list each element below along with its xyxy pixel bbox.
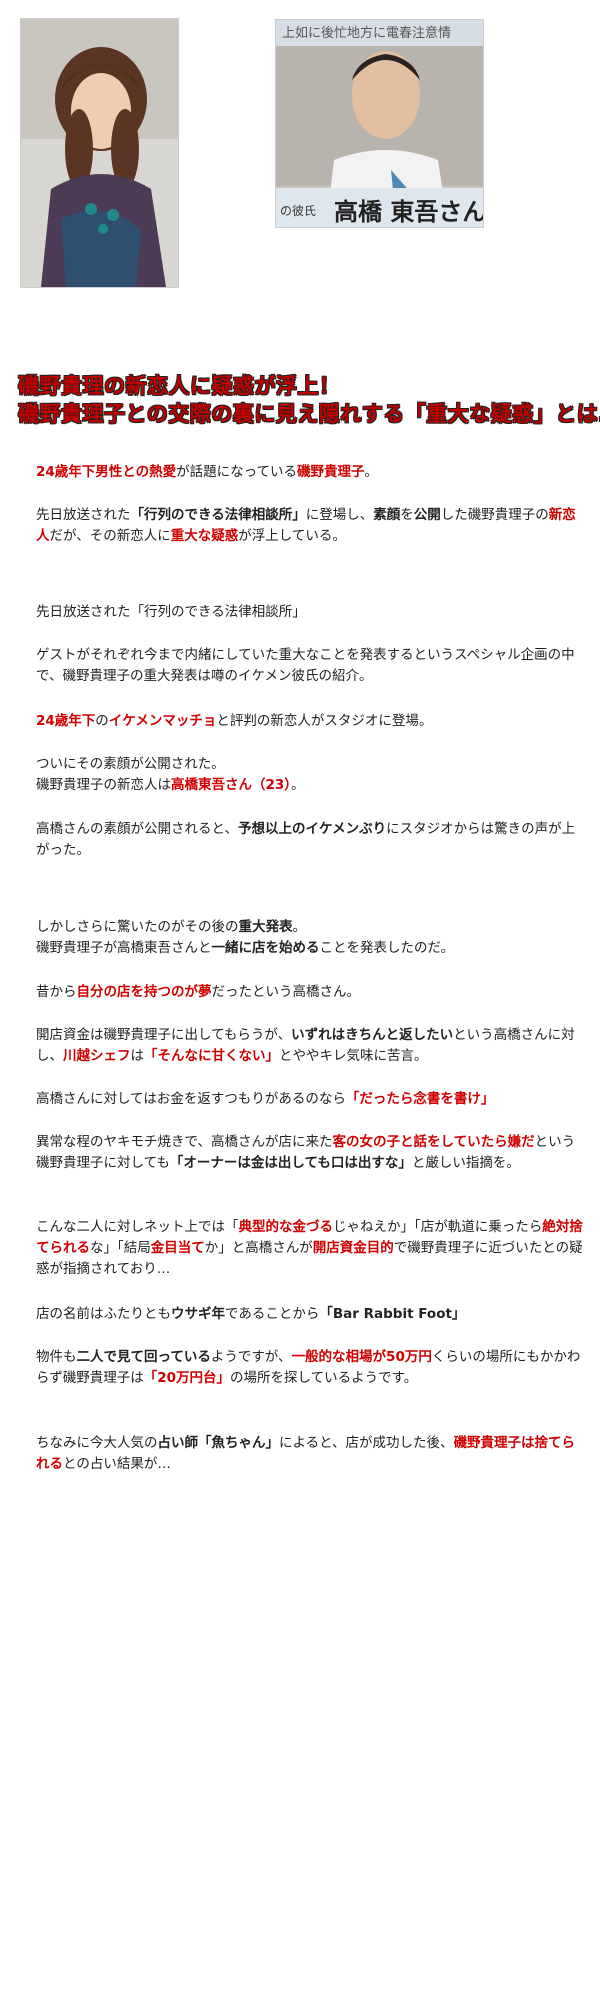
paragraph-7: 磯野貴理子の新恋人は高橋東吾さん（23）。 — [36, 777, 305, 793]
paragraph-5: 24歳年下のイケメンマッチョと評判の新恋人がスタジオに登場。 — [36, 713, 433, 729]
paragraph-6: ついにその素顔が公開された。 — [36, 756, 225, 772]
headline-line-2: 磯野貴理子との交際の裏に見え隠れする「重大な疑惑」とは… — [18, 402, 600, 426]
paragraph-13: 高橋さんに対してはお金を返すつもりがあるのなら「だったら念書を書け」 — [36, 1091, 495, 1107]
isono-photo — [20, 18, 179, 288]
caption-prefix: の彼氏 — [280, 204, 316, 218]
paragraph-8: 高橋さんの素顔が公開されると、予想以上のイケメンぶりにスタジオからは驚きの声が上… — [36, 821, 576, 858]
paragraph-2: 先日放送された「行列のできる法律相談所」に登場し、素顔を公開した磯野貴理子の新恋… — [36, 507, 576, 544]
paragraph-3: 先日放送された「行列のできる法律相談所」 — [36, 604, 306, 620]
paragraph-1: 24歳年下男性との熱愛が話題になっている磯野貴理子。 — [36, 464, 378, 480]
paragraph-14: 異常な程のヤキモチ焼きで、高橋さんが店に来た客の女の子と話をしていたら嫌だという… — [36, 1134, 576, 1171]
paragraph-9: しかしさらに驚いたのがその後の重大発表。 — [36, 919, 306, 935]
headline: 磯野貴理の新恋人に疑惑が浮上！ 磯野貴理子との交際の裏に見え隠れする「重大な疑惑… — [18, 372, 600, 428]
paragraph-11: 昔から自分の店を持つのが夢だったという高橋さん。 — [36, 984, 360, 1000]
paragraph-12: 開店資金は磯野貴理子に出してもらうが、いずれはきちんと返したいという高橋さんに対… — [36, 1027, 575, 1064]
paragraph-16: 店の名前はふたりともウサギ年であることから「Bar Rabbit Foot」 — [36, 1306, 466, 1322]
paragraph-15: こんな二人に対しネット上では「典型的な金づるじゃねえか」「店が軌道に乗ったら絶対… — [36, 1219, 583, 1277]
paragraph-4: ゲストがそれぞれ今まで内緒にしていた重大なことを発表するというスペシャル企画の中… — [36, 647, 575, 684]
paragraph-18: ちなみに今大人気の占い師「魚ちゃん」によると、店が成功した後、磯野貴理子は捨てら… — [36, 1435, 576, 1472]
headline-line-1: 磯野貴理の新恋人に疑惑が浮上！ — [18, 374, 341, 398]
paragraph-10: 磯野貴理子が高橋東吾さんと一緒に店を始めることを発表したのだ。 — [36, 940, 455, 956]
tv-banner-text: 上如に後忙地方に電春注意情 — [282, 25, 451, 41]
takahashi-photo: 上如に後忙地方に電春注意情 の彼氏 高橋 東吾さん( — [275, 19, 484, 228]
caption-name: 高橋 東吾さん( — [334, 197, 483, 226]
paragraph-17: 物件も二人で見て回っているようですが、一般的な相場が50万円くらいの場所にもかか… — [36, 1349, 581, 1386]
